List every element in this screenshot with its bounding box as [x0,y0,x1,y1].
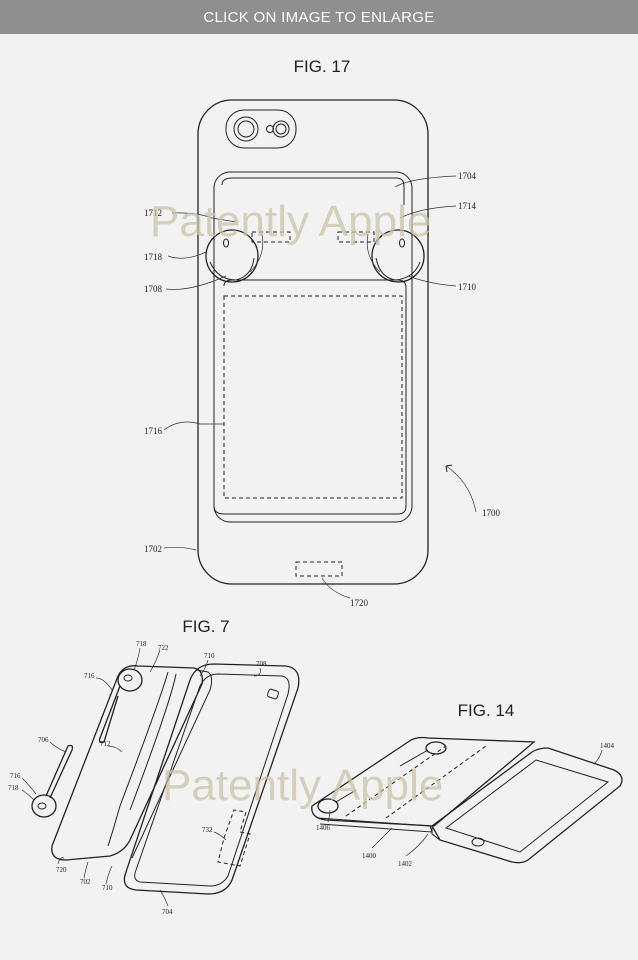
fig7-earbud-top [98,668,143,744]
fig7-label-718: 718 [136,640,147,648]
fig7-label-720: 720 [56,866,67,874]
fig17-label-1714: 1714 [458,201,477,211]
fig17-label-1704: 1704 [458,171,477,181]
fig7-label-708: 708 [256,660,267,668]
fig7-label-718-bottom: 718 [8,784,19,792]
fig17-title: FIG. 17 [294,57,351,76]
fig17-case-outline [197,99,429,585]
fig17-camera-housing [225,109,297,149]
fig17-camera-lens-2 [272,120,290,138]
fig7-earbud-bottom [31,744,74,818]
fig7-label-706: 706 [38,736,49,744]
fig17-earbud-left [205,229,264,283]
fig14-earbud-top [399,741,447,767]
fig7-label-704: 704 [162,908,173,916]
fig7-label-732: 732 [202,826,213,834]
fig7-connector-area [217,809,251,867]
fig7-label-716-bottom: 716 [10,772,21,780]
fig14-earbud-bottom [317,789,357,814]
fig17-connector [295,561,343,577]
patent-drawing-canvas: FIG. 17 [0,34,638,960]
fig17-flash [266,125,274,133]
fig14-label-1404: 1404 [600,742,615,750]
fig17-earbud-stem-slot-left [251,231,291,243]
fig14: FIG. 14 1404 1406 1400 1402 [311,701,623,868]
fig17-label-1720: 1720 [350,598,369,608]
fig17-label-1702: 1702 [144,544,162,554]
fig7-label-722: 722 [158,644,169,652]
fig17-label-1716: 1716 [144,426,163,436]
fig7-label-712: 712 [100,740,111,748]
fig17-label-1700: 1700 [482,508,501,518]
fig7-label-710-bottom: 710 [102,884,113,892]
fig7-label-702: 702 [80,878,91,886]
fig17-label-1710: 1710 [458,282,477,292]
fig17-label-1712: 1712 [144,208,162,218]
fig17-label-1718: 1718 [144,252,163,262]
fig7-title: FIG. 7 [182,617,229,636]
fig17-camera-lens-1 [233,116,259,142]
fig7-label-710-top: 710 [204,652,215,660]
fig14-left-flap [311,736,536,827]
fig14-label-1400: 1400 [362,852,377,860]
fig14-phone-section [431,747,623,864]
fig7-label-716-top: 716 [84,672,95,680]
fig7-phone-tray [123,663,300,895]
fig17-earbud-right [366,229,425,283]
watermark-top: Patently Apple [150,197,431,246]
enlarge-banner[interactable]: CLICK ON IMAGE TO ENLARGE [0,0,638,34]
fig17-label-1708: 1708 [144,284,163,294]
fig17-card-area [223,295,403,499]
enlarge-banner-text: CLICK ON IMAGE TO ENLARGE [203,8,435,26]
fig14-title: FIG. 14 [458,701,515,720]
fig14-phone-screen [444,759,610,853]
fig17-earbud-stem-slot-right [337,231,375,243]
fig17-inner-panel [213,171,413,523]
fig14-label-1402: 1402 [398,860,413,868]
fig14-home-button [471,837,485,847]
fig17: FIG. 17 [144,57,501,608]
fig7-camera-cutout [267,688,279,700]
fig7: FIG. 7 [8,617,300,916]
watermark-bottom: Patently Apple [162,761,443,810]
patent-figures: FIG. 17 [8,57,623,916]
fig14-label-1406: 1406 [316,824,331,832]
